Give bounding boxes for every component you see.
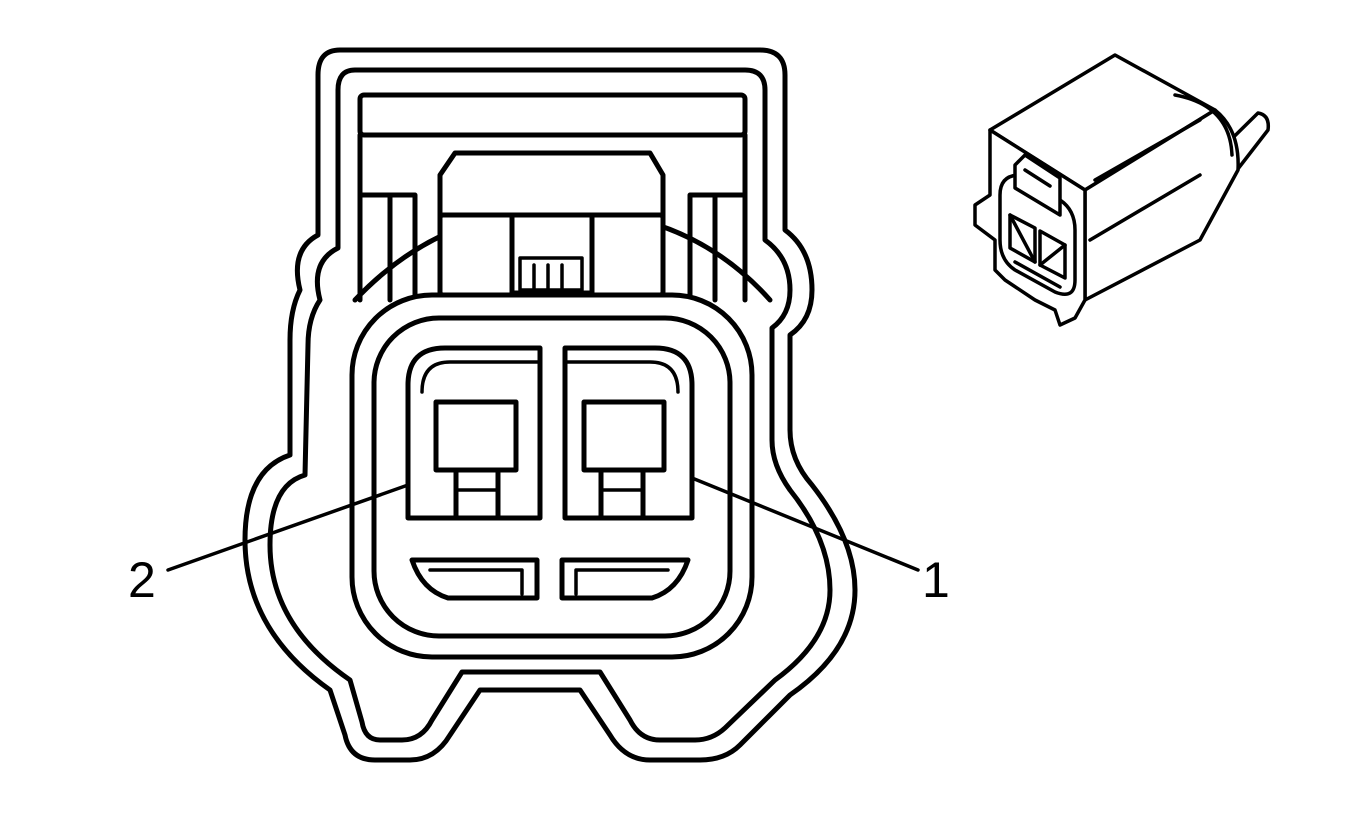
connector-isometric-view <box>973 53 1271 327</box>
polarizing-slot-left-inner <box>428 568 524 596</box>
housing-outer-outline <box>242 47 858 763</box>
callout-2-label: 2 <box>128 552 156 608</box>
latch-rail-left <box>357 192 418 303</box>
iso-edge-line <box>1093 118 1202 182</box>
latch-rail-right <box>687 192 748 303</box>
iso-rear-cap <box>1173 93 1234 157</box>
cavity-2-terminal-neck <box>453 467 501 521</box>
iso-flange-inner <box>998 173 1077 296</box>
cavity-2-inner <box>420 360 542 394</box>
polarizing-slot-right-inner <box>574 568 670 596</box>
latch-box-upper <box>357 92 748 138</box>
cavity-1-inner <box>563 360 680 394</box>
cavity-2-outline <box>405 345 543 521</box>
cavity-2-terminal <box>433 399 519 473</box>
cavity-2 <box>405 345 543 521</box>
latch-center <box>437 150 666 223</box>
cavity-1-outline <box>562 345 695 521</box>
iso-body-side <box>1083 108 1240 302</box>
callout-2-leader <box>166 483 410 572</box>
mating-face-inner <box>371 315 733 639</box>
callout-1-leader <box>690 476 920 572</box>
iso-mid-line <box>1088 173 1202 242</box>
mating-face-outer <box>349 292 755 660</box>
polarizing-slot-left <box>409 557 540 601</box>
callout-1-label: 1 <box>922 552 950 608</box>
cavity-1-terminal-neck <box>598 467 646 521</box>
cavity-1 <box>562 345 695 521</box>
connector-front-view <box>242 47 858 763</box>
cavity-1-terminal <box>581 399 667 473</box>
latch-lock-inner <box>518 256 584 292</box>
housing-inner-outline <box>267 67 833 743</box>
iso-cavity-left-diag <box>1008 213 1037 264</box>
iso-cavity-right-diag <box>1038 243 1067 267</box>
iso-latch-line <box>1023 168 1052 188</box>
polarizing-slot-right <box>559 557 691 601</box>
iso-slot <box>1013 260 1062 289</box>
